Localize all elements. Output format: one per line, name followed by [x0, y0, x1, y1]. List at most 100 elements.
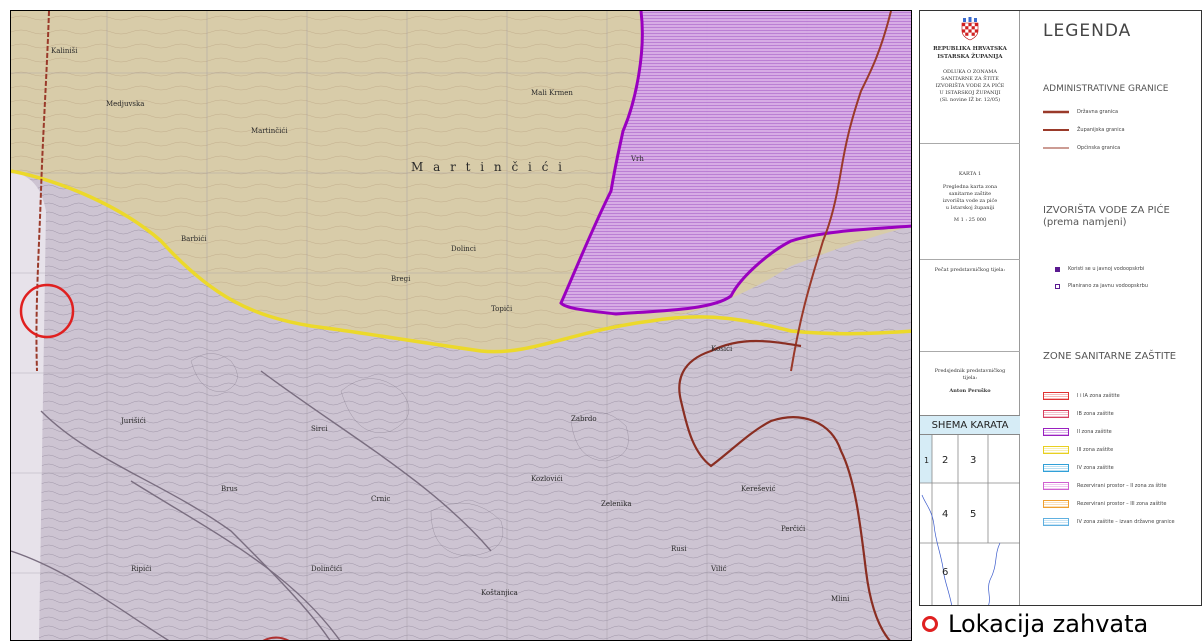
schema-cell-4: 4	[942, 509, 948, 520]
map-place-label: Vilić	[710, 565, 727, 573]
map-desc-line: u Istarskoj županiji	[945, 205, 995, 211]
map-place-label: Crnic	[371, 495, 390, 503]
source-item-label: Koristi se u javnoj vodoopskrbi	[1068, 266, 1145, 272]
zone-label: IV zona zaštite – izvan državne granice	[1077, 519, 1175, 525]
zone-swatch	[1043, 500, 1069, 508]
map-scale: M 1 : 25 000	[953, 217, 987, 223]
admin-item-label: Općinska granica	[1077, 145, 1121, 151]
map-place-label: Ripići	[131, 565, 152, 573]
schema-cell-3: 3	[970, 455, 976, 466]
map-place-label: Kerešević	[741, 484, 776, 493]
zone-swatch	[1043, 410, 1069, 418]
zone-item: IV zona zaštite	[1043, 463, 1114, 473]
decision-line: SANITARNE ZA ŠTITE	[941, 76, 999, 82]
source-item-planned: Planirano za javnu vodoopskrbu	[1055, 281, 1148, 291]
source-item-used: Koristi se u javnoj vodoopskrbi	[1055, 264, 1144, 274]
zone-label: IB zona zaštite	[1077, 411, 1114, 417]
schema-grid: 1 2 3 4 5 6	[920, 435, 1020, 605]
map-place-label: Topiči	[491, 305, 513, 313]
map-place-label: Jurišići	[120, 416, 147, 425]
zone-item: I i IA zona zaštite	[1043, 391, 1120, 401]
zone-swatch	[1043, 446, 1069, 454]
zone-swatch	[1043, 518, 1069, 526]
zone-label: I i IA zona zaštite	[1077, 393, 1120, 399]
republic-label: REPUBLIKA HRVATSKA	[933, 46, 1007, 52]
zone-swatch	[1043, 464, 1069, 472]
map-place-label: Medjuvska	[106, 100, 144, 108]
map-place-label: Dolinčići	[311, 565, 343, 573]
sources-header: IZVORIŠTA VODE ZA PIĆE	[1043, 205, 1170, 216]
map-place-label: Rusi	[671, 545, 687, 553]
decision-line: (Sl. novine IŽ br. 12/05)	[939, 97, 1001, 103]
president-title-line: tijela:	[962, 375, 978, 381]
schema-cell-1: 1	[924, 456, 929, 465]
map-desc-line: Pregledna karta zona	[942, 184, 998, 190]
zone-item: II zona zaštite	[1043, 427, 1112, 437]
caption-text: Lokacija zahvata	[948, 609, 1149, 638]
map-place-label: Martinčići	[251, 127, 288, 135]
decision-line: IZVORIŠTA VODE ZA PIĆE	[935, 83, 1005, 89]
zones-header: ZONE SANITARNE ZAŠTITE	[1043, 351, 1177, 362]
admin-item-label: Državna granica	[1077, 109, 1119, 115]
map-place-label: Perčići	[781, 525, 806, 533]
source-item-label: Planirano za javnu vodoopskrbu	[1068, 283, 1148, 289]
map-place-label: Mali Krmen	[531, 89, 573, 97]
schema-cell-6: 6	[942, 567, 948, 578]
zone-label: Rezervirani prostor – III zona zaštite	[1077, 501, 1167, 507]
zone-label: II zona zaštite	[1077, 429, 1112, 435]
admin-item-municipal: Općinska granica	[1043, 143, 1120, 153]
zone-swatch	[1043, 428, 1069, 436]
county-label: ISTARSKA ŽUPANIJA	[937, 54, 1003, 60]
zone-item: IB zona zaštite	[1043, 409, 1114, 419]
map-place-label: Mlini	[831, 595, 850, 603]
zone-swatch	[1043, 482, 1069, 490]
filled-square-icon	[1055, 266, 1060, 272]
map-place-label: Koštanjica	[481, 588, 518, 597]
admin-item-label: Županijska granica	[1077, 127, 1125, 133]
admin-item-state: Državna granica	[1043, 107, 1118, 117]
decision-text: ODLUKA O ZONAMA SANITARNE ZA ŠTITE IZVOR…	[920, 69, 1020, 104]
map-place-label: Barbići	[181, 235, 207, 243]
legend-right-column: LEGENDA ADMINISTRATIVNE GRANICE Državna …	[1021, 11, 1201, 605]
schema-title: SHEMA KARATA	[920, 415, 1020, 435]
map-desc-line: izvorišta vode za piće	[942, 198, 998, 204]
zone-item: III zona zaštite	[1043, 445, 1113, 455]
zone-label: IV zona zaštite	[1077, 465, 1114, 471]
zone-item: Rezervirani prostor – III zona zaštite	[1043, 499, 1166, 509]
map-place-label: Sirci	[311, 425, 328, 433]
zone-label: III zona zaštite	[1077, 447, 1114, 453]
caption: Lokacija zahvata	[922, 606, 1148, 641]
map-place-label: Zelenika	[601, 500, 632, 508]
map-region-label: M a r t i n č i ć i	[411, 160, 565, 174]
map-number: KARTA 1	[958, 171, 982, 177]
map-place-label: Bregi	[391, 275, 411, 283]
map-canvas: M a r t i n č i ć i KalinišiMedjuvskaMar…	[11, 11, 911, 640]
admin-boundaries-header: ADMINISTRATIVNE GRANICE	[1043, 84, 1169, 94]
decision-line: U ISTARSKOJ ŽUPANIJI	[939, 90, 1001, 96]
legend-panel: REPUBLIKA HRVATSKA ISTARSKA ŽUPANIJA ODL…	[919, 10, 1202, 606]
map-place-label: Dolinci	[451, 245, 477, 253]
map-place-label: Kozlovići	[531, 475, 564, 483]
map-place-label: Kosići	[711, 345, 733, 353]
map-place-label: Kaliniši	[51, 46, 78, 55]
president-name: Anton Peruško	[949, 388, 991, 394]
stamp-label: Pečat predstavničkog tijela:	[934, 267, 1006, 273]
admin-item-county: Županijska granica	[1043, 125, 1125, 135]
president-title-line: Predsjednik predstavničkog	[934, 368, 1006, 374]
zone-item: IV zona zaštite – izvan državne granice	[1043, 517, 1175, 527]
map-place-label: Zabrdo	[571, 415, 597, 423]
zone-item: Rezervirani prostor – II zona za štite	[1043, 481, 1167, 491]
decision-line: ODLUKA O ZONAMA	[942, 69, 998, 75]
map-desc-line: sanitarne zaštite	[948, 191, 992, 197]
zone-label: Rezervirani prostor – II zona za štite	[1077, 483, 1167, 489]
map-place-label: Brus	[221, 485, 238, 493]
map-schema: SHEMA KARATA 1 2 3 4 5 6	[920, 415, 1020, 605]
schema-cell-2: 2	[942, 455, 948, 466]
schema-cell-5: 5	[970, 509, 976, 520]
map-place-label: Vrh	[630, 155, 644, 163]
legend-left-column: REPUBLIKA HRVATSKA ISTARSKA ŽUPANIJA ODL…	[920, 11, 1020, 605]
legend-title: LEGENDA	[1043, 21, 1132, 41]
croatia-coat-of-arms-icon	[960, 17, 980, 41]
zone-swatch	[1043, 392, 1069, 400]
